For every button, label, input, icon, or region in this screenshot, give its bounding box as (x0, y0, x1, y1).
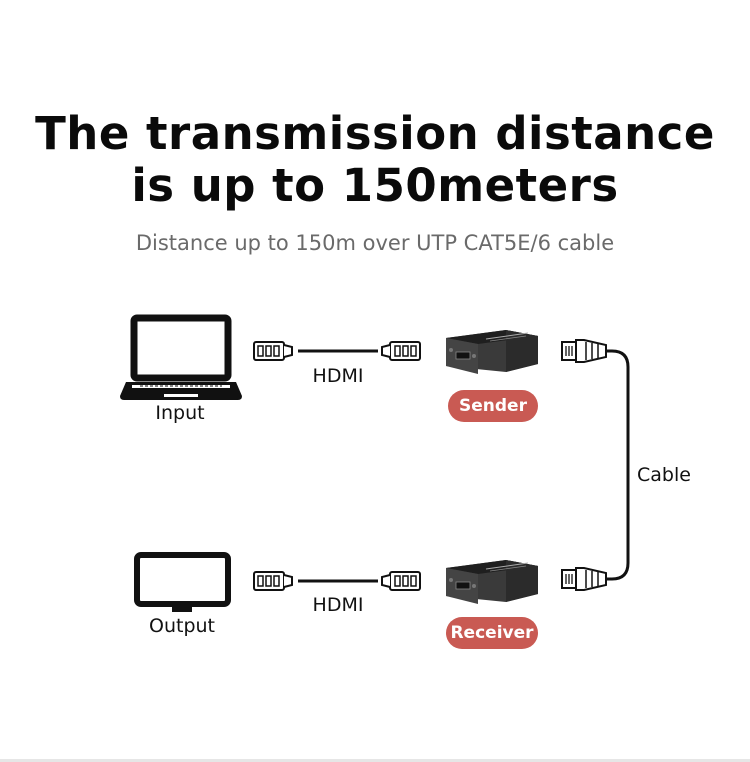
bottom-divider (0, 759, 750, 762)
hdmi-label-top: HDMI (312, 365, 364, 387)
sender-badge: Sender (448, 390, 538, 422)
hdmi-plug-icon (253, 341, 293, 361)
extender-unit-icon (445, 329, 539, 375)
extender-unit-icon (445, 559, 539, 605)
hdmi-cable-bottom (253, 571, 421, 591)
network-cable (606, 349, 630, 581)
cable-label: Cable (637, 464, 691, 486)
hdmi-plug-icon (381, 571, 421, 591)
receiver-badge: Receiver (446, 617, 538, 649)
title-line-1: The transmission distance (35, 107, 715, 160)
rj45-plug-icon (561, 567, 607, 591)
hdmi-plug-icon (253, 571, 293, 591)
subtitle: Distance up to 150m over UTP CAT5E/6 cab… (135, 231, 615, 255)
hdmi-label-bottom: HDMI (312, 594, 364, 616)
hdmi-plug-icon (381, 341, 421, 361)
laptop-icon (120, 314, 242, 400)
page-title: The transmission distance is up to 150me… (0, 108, 750, 212)
rj45-plug-icon (561, 339, 607, 363)
monitor-icon (134, 552, 231, 612)
hdmi-cable-top (253, 341, 421, 361)
input-label: Input (155, 402, 205, 424)
output-label: Output (149, 615, 215, 637)
title-line-2: is up to 150meters (131, 159, 619, 212)
